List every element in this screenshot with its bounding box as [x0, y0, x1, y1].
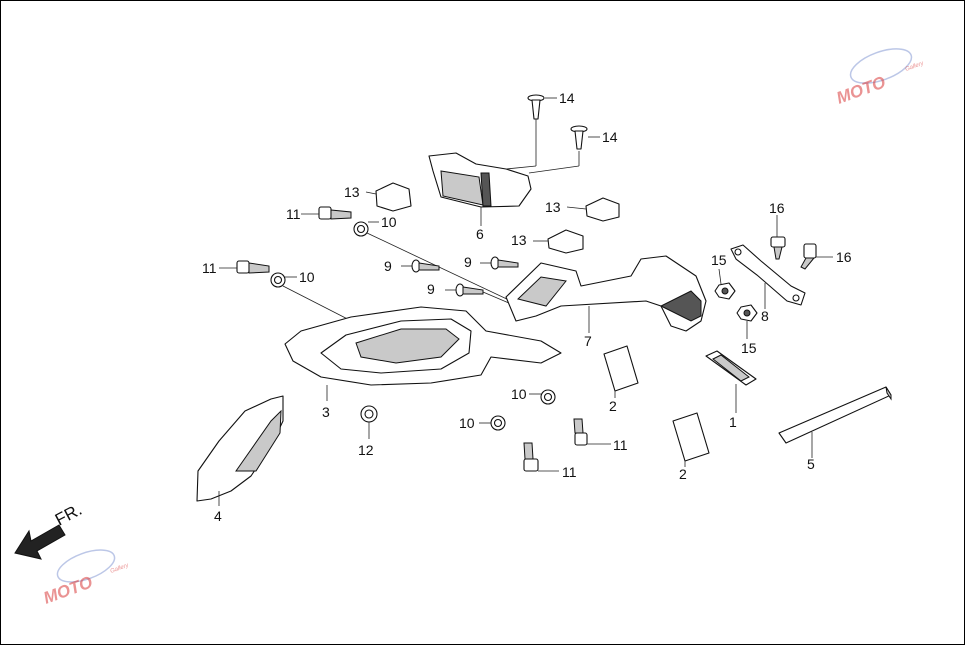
watermark-subtext: Gallery: [905, 60, 926, 72]
callout-5: 5: [807, 456, 815, 472]
callout-13-a: 13: [344, 184, 360, 200]
part-11-bolt-upper-b: [219, 260, 270, 274]
callout-11-a: 11: [286, 206, 301, 222]
part-5-strip: [778, 386, 892, 458]
callout-6: 6: [476, 226, 484, 242]
callout-10-c: 10: [511, 386, 527, 402]
part-6-cover: [428, 152, 532, 226]
callout-13-c: 13: [511, 232, 527, 248]
callout-labels: 1 2 2 3 4 5 6 7 8 9 9 9 10 10 10 10 11 1…: [202, 90, 852, 524]
front-direction-arrow: FR.: [14, 500, 85, 560]
callout-11-d: 11: [562, 464, 577, 480]
part-13-clip-b: [566, 197, 620, 222]
callout-10-b: 10: [299, 269, 315, 285]
part-9-screw-a: [401, 259, 440, 273]
callout-16-b: 16: [836, 249, 852, 265]
callout-15-b: 15: [741, 340, 757, 356]
part-3-rear-tray: [284, 306, 562, 401]
part-1-reflector-plate: [705, 350, 757, 413]
callout-14-a: 14: [559, 90, 575, 106]
callout-13-b: 13: [545, 199, 561, 215]
part-11-bolt-upper-a: [301, 206, 352, 220]
front-direction-label: FR.: [52, 500, 85, 530]
callout-7: 7: [584, 333, 592, 349]
part-12-grommet: [360, 405, 378, 439]
part-11-bolt-lower-b: [523, 442, 559, 472]
part-8-bracket: [730, 244, 806, 309]
part-13-clip-a: [365, 182, 412, 212]
callout-3: 3: [322, 404, 330, 420]
callout-12: 12: [358, 442, 374, 458]
part-16-bolt-a: [770, 215, 786, 260]
callout-15-a: 15: [711, 252, 727, 268]
part-10-washer-upper-b: [270, 272, 372, 332]
part-10-washer-lower-a: [529, 389, 556, 405]
callout-2-b: 2: [679, 466, 687, 482]
callout-4: 4: [214, 508, 222, 524]
watermark-bottom-left: MOTO Gallery: [41, 549, 130, 608]
part-2-pad-a: [603, 345, 639, 398]
callout-10-d: 10: [459, 415, 475, 431]
watermark-top-right: MOTO Gallery: [834, 48, 926, 108]
part-15-nut-a: [714, 268, 736, 300]
callout-9-a: 9: [384, 258, 392, 274]
part-15-nut-b: [736, 304, 758, 339]
part-2-pad-b: [672, 412, 710, 467]
part-7-grab-rail: [505, 255, 707, 333]
part-11-bolt-lower-a: [573, 418, 611, 446]
part-16-bolt-b: [800, 243, 833, 270]
callout-14-b: 14: [602, 129, 618, 145]
callout-1: 1: [729, 414, 737, 430]
callout-8: 8: [761, 308, 769, 324]
callout-9-c: 9: [427, 281, 435, 297]
part-14-screw-b: [528, 125, 600, 174]
callout-9-b: 9: [464, 254, 472, 270]
callout-11-b: 11: [202, 260, 217, 276]
callout-16-a: 16: [769, 200, 785, 216]
watermark-text: MOTO: [41, 573, 95, 608]
part-10-washer-lower-b: [479, 415, 506, 431]
part-13-clip-c: [533, 229, 584, 254]
part-9-screw-b: [480, 256, 519, 270]
callout-10-a: 10: [381, 214, 397, 230]
watermark-text: MOTO: [834, 73, 888, 108]
part-4-side-panel: [196, 395, 284, 506]
callout-11-c: 11: [613, 437, 628, 453]
callout-2-a: 2: [609, 398, 617, 414]
part-9-screw-c: [445, 283, 517, 307]
part-14-screw-a: [505, 94, 557, 170]
